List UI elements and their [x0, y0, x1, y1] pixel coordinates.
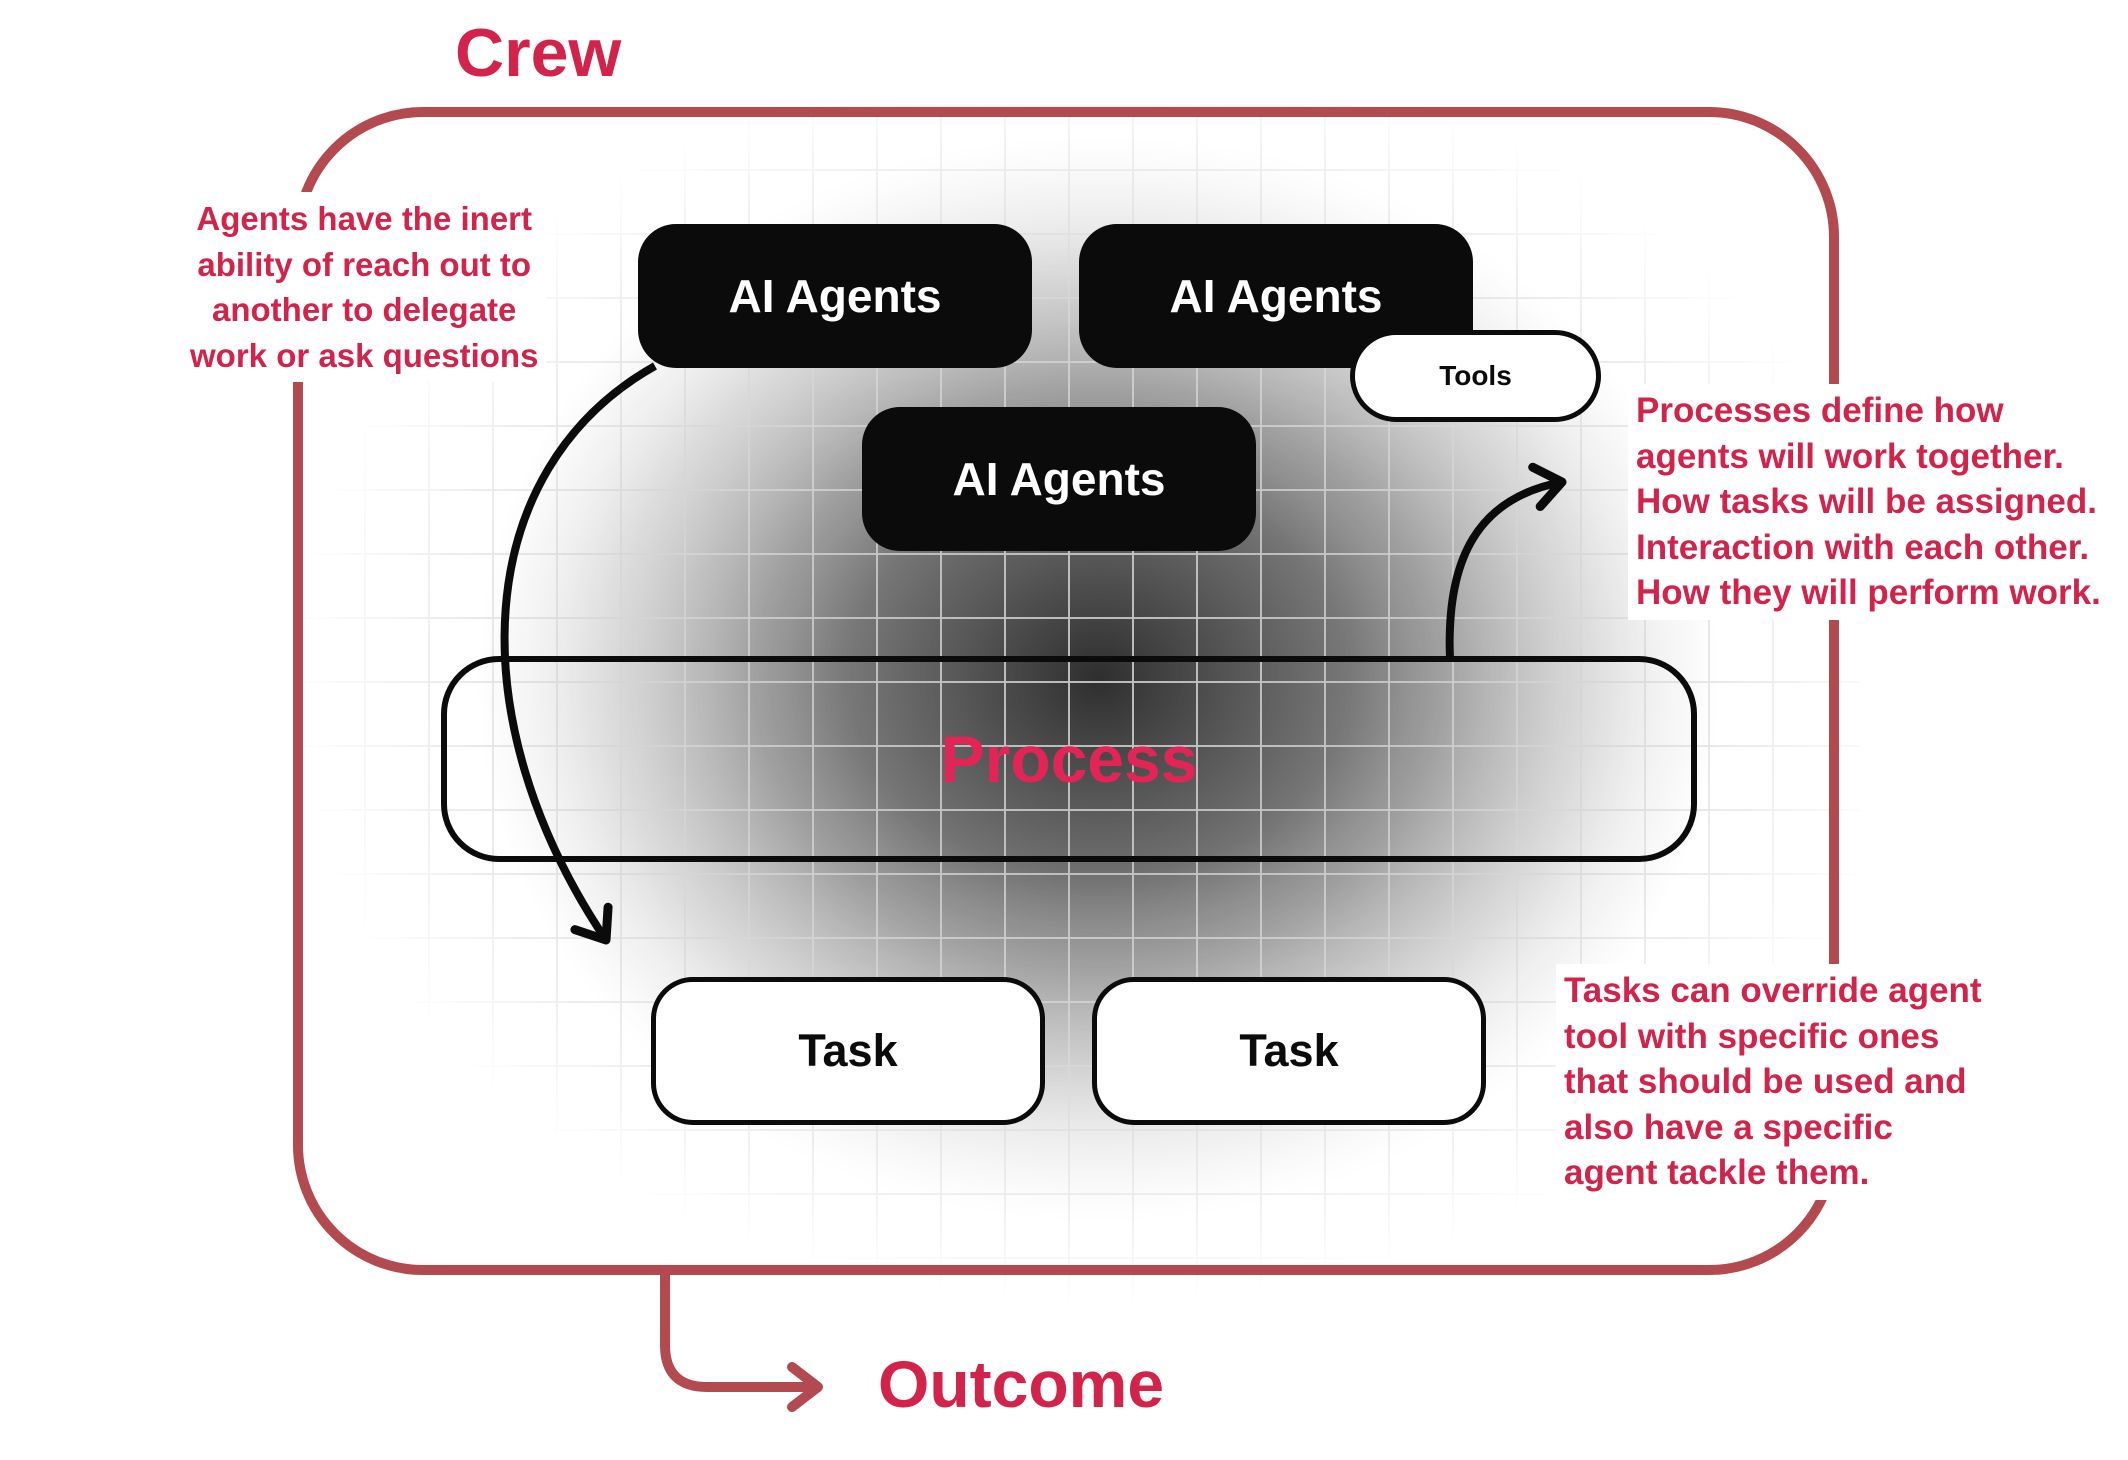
outcome-title: Outcome	[878, 1347, 1165, 1421]
ai-agents-label-1: AI Agents	[728, 270, 942, 322]
ai-agents-label-2: AI Agents	[1169, 270, 1383, 322]
process-annotation: Processes define how agents will work to…	[1628, 384, 2109, 620]
task-box-2: Task	[1092, 977, 1486, 1125]
ai-agents-label-3: AI Agents	[952, 453, 1166, 505]
tasks-annotation: Tasks can override agent tool with speci…	[1556, 964, 1990, 1200]
task-label-1: Task	[798, 1025, 898, 1076]
delegation-annotation: Agents have the inert ability of reach o…	[182, 192, 547, 383]
ai-agents-box-1: AI Agents	[638, 224, 1032, 368]
task-label-2: Task	[1239, 1025, 1339, 1076]
ai-agents-box-3: AI Agents	[862, 407, 1256, 551]
tools-box: Tools	[1350, 330, 1601, 422]
crew-title: Crew	[455, 15, 622, 91]
tools-label: Tools	[1439, 360, 1512, 391]
task-box-1: Task	[651, 977, 1045, 1125]
process-label: Process	[940, 722, 1198, 796]
process-box: Process	[441, 656, 1697, 862]
